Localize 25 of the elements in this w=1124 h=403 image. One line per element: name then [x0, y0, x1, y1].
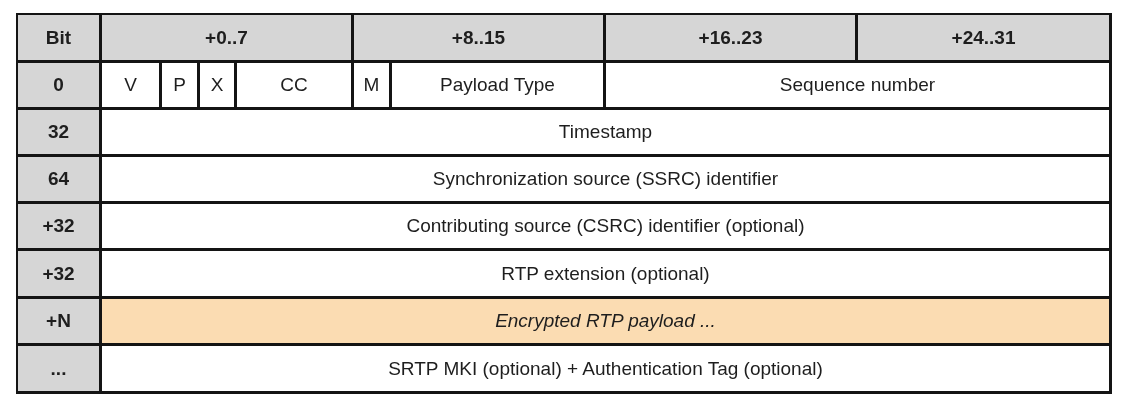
field-name: V: [124, 74, 137, 96]
field-name: Contributing source (CSRC) identifier (optional): [406, 215, 805, 237]
column-heading: Bit: [45, 26, 72, 49]
bit-offset: 64: [47, 168, 70, 190]
column-heading: +16..23: [698, 26, 763, 49]
column-heading: +24..31: [951, 26, 1016, 49]
bit-offset: +N: [46, 310, 71, 332]
field-name: Timestamp: [558, 121, 653, 143]
field-name: RTP extension (optional): [501, 262, 710, 285]
bit-offset: 0: [53, 74, 64, 96]
column-heading: +8..15: [451, 26, 506, 49]
bit-offset: +32: [42, 215, 75, 237]
field-name: CC: [280, 74, 308, 96]
field-name: Payload Type: [440, 74, 555, 96]
field-name: Synchronization source (SSRC) identifier: [432, 168, 779, 190]
column-heading: +0..7: [205, 26, 248, 49]
bit-offset: 32: [47, 121, 70, 143]
field-name: X: [210, 74, 224, 96]
payload-label: Encrypted RTP payload ...: [495, 310, 716, 332]
bit-offset: ...: [50, 357, 67, 380]
bit-offset: +32: [42, 262, 75, 285]
field-name: P: [173, 74, 186, 96]
field-name: M: [363, 74, 380, 96]
field-name: Sequence number: [779, 74, 936, 96]
field-name: SRTP MKI (optional) + Authentication Tag (optional): [388, 357, 823, 380]
